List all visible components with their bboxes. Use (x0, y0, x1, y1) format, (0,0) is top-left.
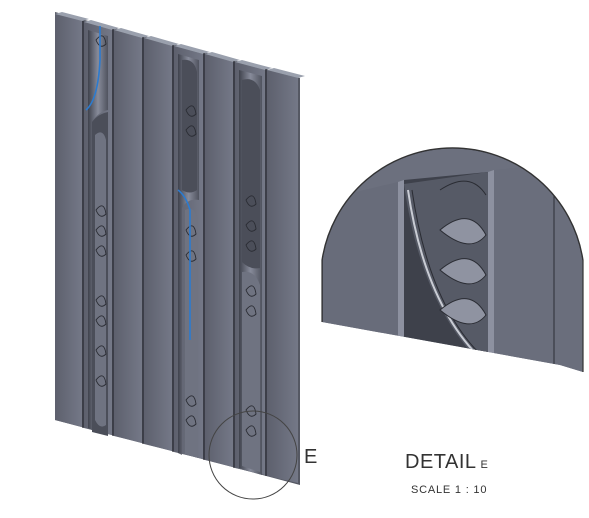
slat-1 (55, 12, 89, 427)
slat-3 (114, 28, 149, 443)
detail-title-suffix: E (480, 459, 489, 471)
detail-title-text: DETAIL (405, 451, 477, 473)
detail-view (322, 147, 583, 372)
slat-8 (267, 68, 305, 483)
panel-assembly (55, 12, 305, 485)
slat-6 (205, 52, 240, 467)
channel-right (239, 70, 262, 475)
selected-edges (85, 26, 191, 340)
slat-4 (144, 36, 179, 451)
detail-scale: SCALE 1 : 10 (411, 484, 488, 496)
channel-left (88, 30, 108, 436)
detail-callout-circle (208, 410, 298, 500)
detail-callout-label: E (304, 446, 318, 468)
